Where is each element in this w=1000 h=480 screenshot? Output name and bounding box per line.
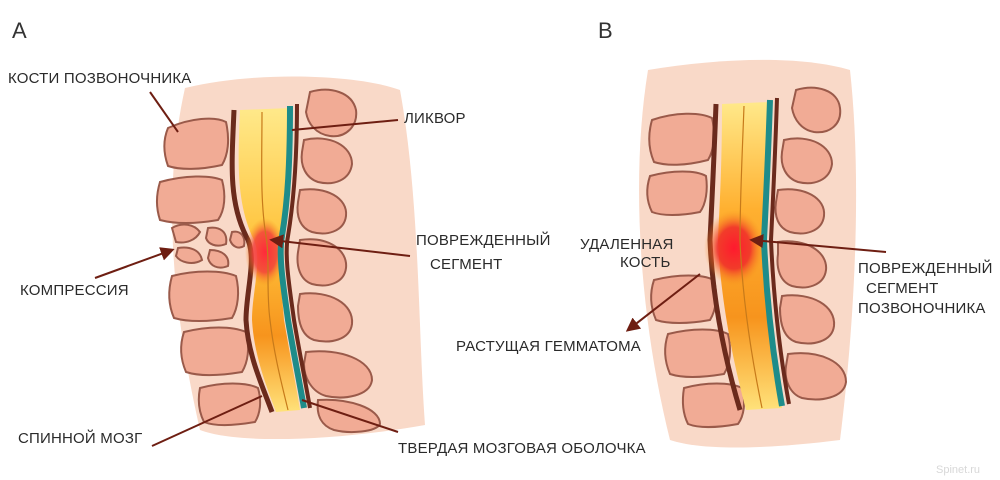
label-removed-bone-line1: УДАЛЕННАЯ: [580, 236, 674, 253]
label-damaged-a-line1: ПОВРЕЖДЕННЫЙ: [416, 232, 551, 249]
label-damaged-a-line2: СЕГМЕНТ: [430, 256, 503, 273]
dura-posterior-b: [768, 97, 791, 405]
dura-posterior-a: [284, 103, 312, 409]
leader-csf: [291, 119, 399, 131]
csf-layer-a: [277, 105, 307, 409]
label-removed-bone-line2: КОСТЬ: [620, 254, 671, 271]
cord-midline-a: [261, 111, 289, 411]
label-damaged-b-line3: ПОЗВОНОЧНИКА: [858, 300, 986, 317]
label-csf: ЛИКВОР: [404, 110, 466, 127]
vertebral-bodies-b: [646, 112, 746, 428]
panel-b: [639, 59, 857, 448]
label-bones: КОСТИ ПОЗВОНОЧНИКА: [8, 70, 192, 87]
label-damaged-b-line2: СЕГМЕНТ: [866, 280, 939, 297]
label-hematoma: РАСТУЩАЯ ГЕММАТОМА: [456, 338, 641, 355]
leader-dura: [301, 399, 399, 433]
hematoma-glow-b: [704, 210, 764, 286]
label-damaged-b-line1: ПОВРЕЖДЕННЫЙ: [858, 260, 993, 277]
vertebral-bodies-a: [156, 117, 262, 426]
label-dura: ТВЕРДАЯ МОЗГОВАЯ ОБОЛОЧКА: [398, 440, 646, 457]
leader-lines: [94, 91, 887, 447]
leader-damaged-a: [269, 234, 411, 257]
spinous-processes-a: [296, 88, 382, 433]
label-compression: КОМПРЕССИЯ: [20, 282, 129, 299]
panel-a: [156, 76, 425, 440]
panel-letter-a: А: [12, 18, 27, 43]
leader-hematoma: [625, 273, 701, 332]
leader-spinal-cord: [151, 395, 263, 447]
leader-compression: [94, 247, 175, 279]
panel-letter-b: В: [598, 18, 613, 43]
leader-bones: [149, 91, 179, 133]
spinous-processes-b: [774, 86, 848, 401]
label-spinal-cord: СПИННОЙ МОЗГ: [18, 430, 143, 447]
cord-midline-b: [739, 105, 763, 409]
watermark: Spinet.ru: [936, 464, 981, 476]
spinal-cord-b: [704, 97, 791, 411]
leader-damaged-b: [749, 234, 887, 253]
